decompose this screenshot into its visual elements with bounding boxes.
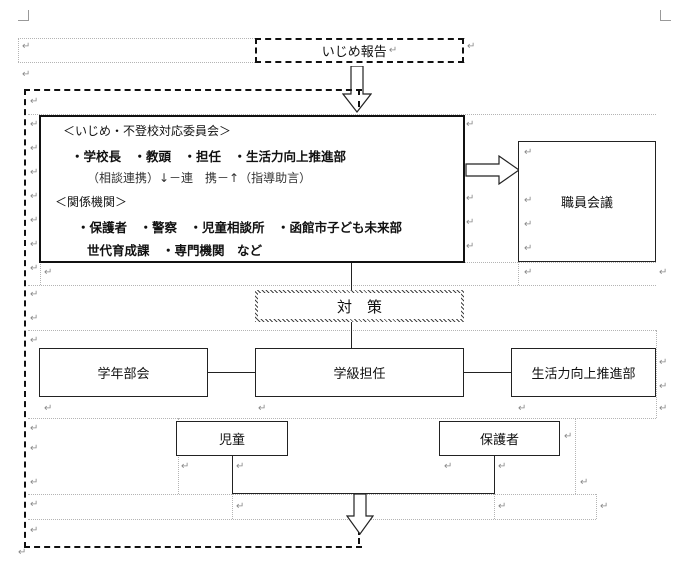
paragraph-mark: ↵ [30, 423, 39, 434]
paragraph-mark: ↵ [30, 239, 39, 250]
paragraph-mark: ↵ [30, 525, 39, 536]
paragraph-mark: ↵ [30, 96, 39, 107]
paragraph-mark: ↵ [444, 461, 453, 472]
measures-label: 対 策 [336, 297, 382, 316]
connector-line [208, 372, 255, 373]
down-arrow-icon [346, 494, 374, 536]
paragraph-mark: ↵ [30, 313, 39, 324]
related-agencies-line1: ・保護者 ・警察 ・児童相談所 ・函館市子ども未来部 [77, 220, 403, 235]
paragraph-mark: ↵ [659, 357, 668, 368]
paragraph-mark: ↵ [258, 403, 267, 414]
related-agencies-heading: ＜関係機関＞ [55, 195, 128, 209]
guardian-box: 保護者 [439, 421, 560, 456]
table-gridline [178, 418, 179, 494]
paragraph-mark: ↵ [44, 267, 53, 278]
measures-box: 対 策 [258, 293, 461, 319]
paragraph-mark: ↵ [236, 461, 245, 472]
paragraph-mark: ↵ [524, 219, 533, 230]
paragraph-mark: ↵ [30, 443, 39, 454]
grade-meeting-label: 学年部会 [97, 367, 150, 382]
paragraph-mark: ↵ [18, 547, 27, 558]
life-skills-box: 生活力向上推進部 [511, 348, 656, 397]
paragraph-mark: ↵ [524, 243, 533, 254]
paragraph-mark: ↵ [659, 267, 668, 278]
paragraph-mark: ↵ [524, 267, 533, 278]
staff-meeting-box: 職員会議 [518, 141, 656, 262]
paragraph-mark: ↵ [659, 403, 668, 414]
table-gridline [28, 285, 656, 286]
paragraph-mark: ↵ [30, 477, 39, 488]
paragraph-mark: ↵ [30, 191, 39, 202]
paragraph-mark: ↵ [22, 41, 31, 52]
page-corner-top-left [18, 10, 29, 21]
connector-line [464, 372, 511, 373]
committee-relation: （相談連携）↓－連 携－↑（指導助言） [87, 171, 312, 185]
paragraph-mark: ↵ [22, 69, 31, 80]
table-gridline [40, 262, 41, 285]
committee-heading: ＜いじめ・不登校対応委員会＞ [63, 124, 232, 138]
paragraph-mark: ↵ [30, 335, 39, 346]
paragraph-mark: ↵ [498, 461, 507, 472]
paragraph-mark: ↵ [580, 477, 589, 488]
bullying-report-label: いじめ報告 [321, 45, 387, 60]
table-gridline [518, 262, 519, 285]
paragraph-mark: ↵ [659, 381, 668, 392]
page-corner-top-right [660, 10, 671, 21]
table-gridline [596, 494, 597, 519]
outer-dashed-frame [24, 89, 362, 548]
related-agencies-line2: 世代育成課 ・専門機関 など [87, 243, 263, 258]
paragraph-mark: ↵ [30, 263, 39, 274]
table-gridline [232, 494, 233, 519]
table-gridline [575, 418, 576, 494]
paragraph-mark: ↵ [30, 143, 39, 154]
paragraph-mark: ↵ [524, 147, 533, 158]
table-gridline [656, 330, 657, 418]
paragraph-mark: ↵ [466, 241, 475, 252]
student-box: 児童 [176, 421, 288, 456]
paragraph-mark: ↵ [498, 501, 507, 512]
paragraph-mark: ↵ [600, 501, 609, 512]
paragraph-mark: ↵ [466, 217, 475, 228]
paragraph-mark: ↵ [30, 119, 39, 130]
table-gridline [18, 38, 465, 39]
paragraph-mark: ↵ [466, 193, 475, 204]
right-arrow-icon [465, 154, 521, 186]
class-teacher-box: 学級担任 [255, 348, 464, 397]
connector-line [351, 322, 352, 348]
paragraph-mark: ↵ [236, 501, 245, 512]
class-teacher-label: 学級担任 [333, 367, 386, 382]
paragraph-mark: ↵ [524, 195, 533, 206]
connector-line [351, 263, 352, 290]
grade-meeting-box: 学年部会 [39, 348, 208, 397]
paragraph-mark: ↵ [30, 167, 39, 178]
paragraph-mark: ↵ [30, 499, 39, 510]
staff-meeting-label: 職員会議 [560, 196, 613, 211]
committee-members: ・学校長 ・教頭 ・担任 ・生活力向上推進部 [71, 149, 347, 164]
bullying-report-box: いじめ報告 ↵ [255, 38, 464, 63]
table-gridline [28, 114, 656, 115]
paragraph-mark: ↵ [30, 289, 39, 300]
paragraph-mark: ↵ [564, 431, 573, 442]
paragraph-mark: ↵ [30, 215, 39, 226]
paragraph-mark: ↵ [388, 45, 398, 56]
connector-line [494, 456, 495, 494]
connector-line [232, 456, 233, 494]
paragraph-mark: ↵ [466, 119, 475, 130]
committee-box: ＜いじめ・不登校対応委員会＞ ・学校長 ・教頭 ・担任 ・生活力向上推進部 （相… [39, 115, 465, 263]
life-skills-label: 生活力向上推進部 [531, 367, 636, 382]
paragraph-mark: ↵ [44, 403, 53, 414]
table-gridline [28, 519, 596, 520]
paragraph-mark: ↵ [467, 41, 476, 52]
table-gridline [28, 330, 656, 331]
guardian-label: 保護者 [479, 433, 519, 448]
student-label: 児童 [218, 433, 245, 448]
table-gridline [18, 38, 19, 62]
paragraph-mark: ↵ [518, 403, 527, 414]
table-gridline [28, 418, 656, 419]
paragraph-mark: ↵ [181, 461, 190, 472]
table-gridline [18, 62, 465, 63]
table-gridline [494, 494, 495, 519]
outer-dashed-frame-right-stub [358, 89, 360, 107]
table-gridline [28, 494, 596, 495]
